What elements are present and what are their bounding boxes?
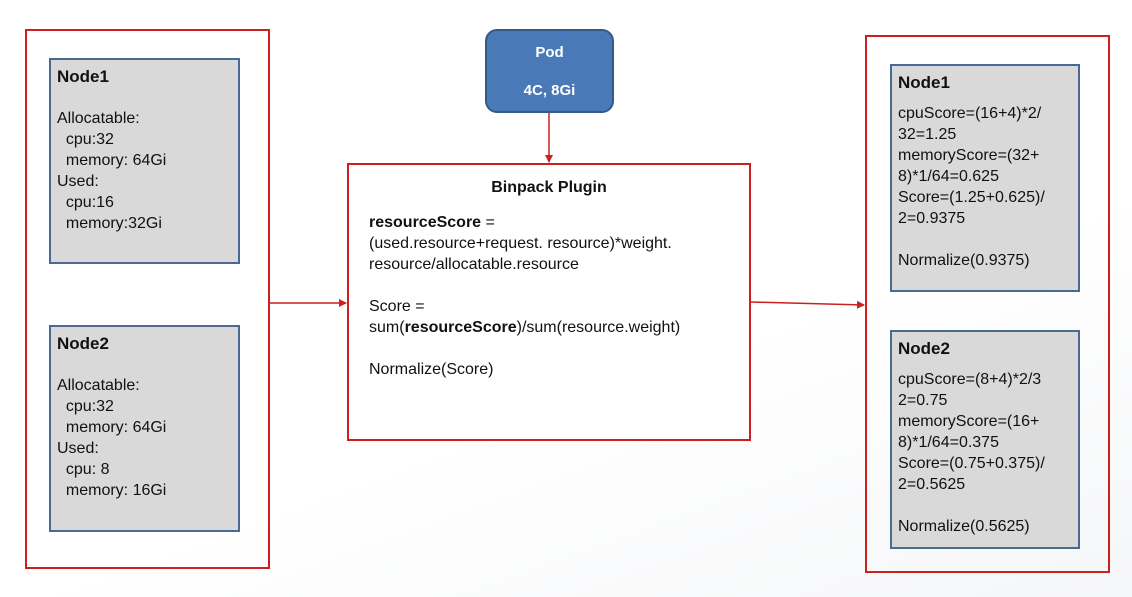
- plugin-to-right-arrow: [750, 300, 865, 309]
- right-node2-line: 2=0.5625: [898, 476, 966, 493]
- normalize-score: Normalize(Score): [369, 361, 494, 378]
- score-suffix: )/sum(resource.weight): [516, 319, 681, 336]
- score-term: resourceScore: [404, 319, 517, 336]
- resource-score-formula: resourceScore =: [369, 212, 729, 233]
- right-node2-line: 8)*1/64=0.375: [898, 434, 999, 451]
- right-node2-line: Score=(0.75+0.375)/: [898, 455, 1045, 472]
- score-formula-line2: sum(resourceScore)/sum(resource.weight): [369, 317, 729, 338]
- left-node1-title: Node1: [57, 67, 109, 86]
- left-node2-title: Node2: [57, 334, 109, 353]
- pod-box: Pod 4C, 8Gi: [485, 29, 614, 113]
- right-node1-line: cpuScore=(16+4)*2/: [898, 105, 1042, 122]
- resource-score-line3: resource/allocatable.resource: [369, 256, 579, 273]
- right-node2-normalize: Normalize(0.5625): [898, 518, 1030, 535]
- left-node1-line: Used:: [57, 173, 99, 190]
- right-node1-title: Node1: [898, 73, 950, 92]
- left-node1-line: Allocatable:: [57, 110, 140, 127]
- left-node1-line: cpu:16: [57, 194, 114, 211]
- right-node1-line: 2=0.9375: [898, 210, 966, 227]
- right-node1-box: Node1 cpuScore=(16+4)*2/ 32=1.25 memoryS…: [890, 64, 1080, 292]
- left-node1-line: cpu:32: [57, 131, 114, 148]
- right-node2-line: 2=0.75: [898, 392, 948, 409]
- left-node1-box: Node1 Allocatable: cpu:32 memory: 64Gi U…: [49, 58, 240, 264]
- left-node2-line: cpu:32: [57, 398, 114, 415]
- right-node1-normalize: Normalize(0.9375): [898, 252, 1030, 269]
- pod-resources: 4C, 8Gi: [523, 82, 576, 99]
- resource-score-term: resourceScore: [369, 214, 482, 231]
- right-node1-line: memoryScore=(32+: [898, 147, 1040, 164]
- binpack-plugin-box: Binpack Plugin resourceScore = (used.res…: [347, 163, 751, 441]
- left-node1-line: memory:32Gi: [57, 215, 162, 232]
- right-node1-line: 8)*1/64=0.625: [898, 168, 999, 185]
- left-node2-line: Used:: [57, 440, 99, 457]
- right-nodes-frame: [865, 35, 1110, 573]
- right-node2-box: Node2 cpuScore=(8+4)*2/3 2=0.75 memorySc…: [890, 330, 1080, 549]
- score-formula-line1: Score =: [369, 298, 425, 315]
- left-node1-line: memory: 64Gi: [57, 152, 167, 169]
- score-prefix: sum(: [369, 319, 405, 336]
- plugin-title: Binpack Plugin: [491, 179, 607, 196]
- left-nodes-frame: [25, 29, 270, 569]
- right-node2-line: memoryScore=(16+: [898, 413, 1040, 430]
- resource-score-line2: (used.resource+request. resource)*weight…: [369, 235, 672, 252]
- right-node1-line: 32=1.25: [898, 126, 957, 143]
- right-node2-line: cpuScore=(8+4)*2/3: [898, 371, 1042, 388]
- left-node2-line: memory: 16Gi: [57, 482, 167, 499]
- right-node1-line: Score=(1.25+0.625)/: [898, 189, 1045, 206]
- right-node2-title: Node2: [898, 339, 950, 358]
- left-node2-line: cpu: 8: [57, 461, 110, 478]
- resource-score-eq: =: [481, 214, 495, 231]
- pod-title: Pod: [535, 44, 564, 61]
- left-node2-box: Node2 Allocatable: cpu:32 memory: 64Gi U…: [49, 325, 240, 532]
- left-node2-line: Allocatable:: [57, 377, 140, 394]
- left-node2-line: memory: 64Gi: [57, 419, 167, 436]
